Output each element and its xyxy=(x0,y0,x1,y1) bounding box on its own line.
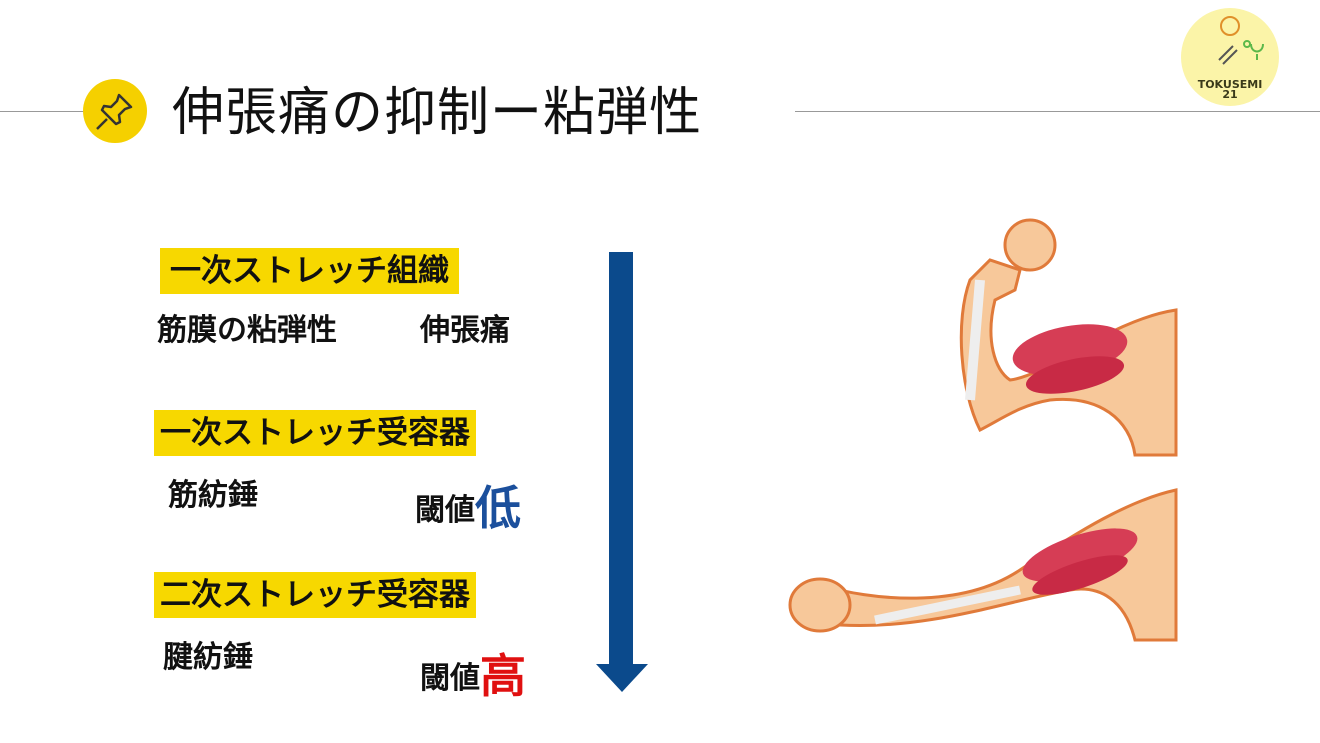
level-high: 高 xyxy=(480,649,526,703)
heading-secondary-receptor: 二次ストレッチ受容器 xyxy=(154,572,476,618)
logo-number: 21 xyxy=(1222,88,1238,101)
title-rule-right xyxy=(795,111,1320,112)
logo-text: TOKUSEMI xyxy=(1197,78,1263,91)
fascia-label: 筋膜の粘弾性 xyxy=(157,313,337,348)
title-rule-left xyxy=(0,111,84,112)
arm-illustration xyxy=(788,218,1178,642)
level-low: 低 xyxy=(475,481,521,535)
threshold-low: 閾値低 xyxy=(415,472,521,538)
pushpin-icon xyxy=(83,79,147,143)
heading-primary-tissue: 一次ストレッチ組織 xyxy=(160,248,459,294)
threshold-label: 閾値 xyxy=(415,493,475,528)
down-arrow-icon xyxy=(596,252,648,692)
tendon-organ-label: 腱紡錘 xyxy=(163,640,253,675)
heading-primary-receptor: 一次ストレッチ受容器 xyxy=(154,410,476,456)
page-title: 伸張痛の抑制ー粘弾性 xyxy=(172,83,703,143)
threshold-label: 閾値 xyxy=(420,661,480,696)
threshold-high: 閾値高 xyxy=(420,640,526,706)
muscle-spindle-label: 筋紡錘 xyxy=(168,478,258,513)
stretch-pain-label: 伸張痛 xyxy=(420,313,510,348)
extended-arm xyxy=(788,488,1178,642)
flexed-arm xyxy=(959,218,1178,457)
